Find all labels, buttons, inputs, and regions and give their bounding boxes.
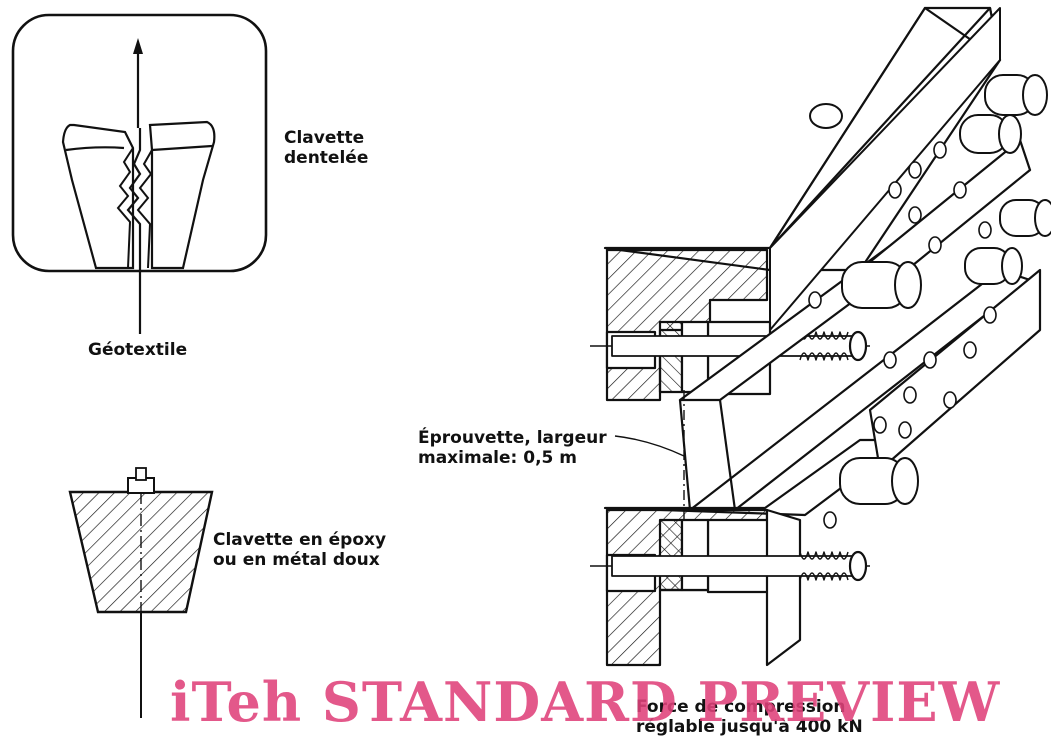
label-geotextile: Géotextile — [88, 340, 188, 360]
label-serrated-wedge: Clavette dentelée — [284, 128, 369, 168]
epoxy-wedge-detail — [68, 467, 214, 718]
left-jaw — [61, 123, 135, 270]
label-specimen: Éprouvette, largeur maximale: 0,5 m — [418, 428, 607, 468]
specimen-leader — [614, 435, 685, 457]
lower-bolt — [611, 555, 853, 577]
serrated-wedge-detail — [11, 13, 268, 334]
right-jaw — [148, 120, 216, 270]
lower-spring — [799, 551, 849, 581]
serrated-line-left — [116, 147, 134, 269]
mounting-hole — [809, 103, 843, 129]
tension-arrowhead — [133, 38, 143, 54]
serrated-line-right — [136, 149, 153, 269]
label-compression-force: Force de compression réglable jusqu'à 40… — [636, 697, 863, 737]
clamping-apparatus — [590, 6, 1051, 667]
preview-watermark: iTeh STANDARD PREVIEW — [170, 670, 1001, 734]
bolt-heads — [808, 141, 997, 529]
label-epoxy-wedge: Clavette en époxy ou en métal doux — [213, 530, 387, 570]
upper-bolt — [611, 335, 853, 357]
geotextile-strip — [126, 128, 142, 334]
rollers — [839, 74, 1051, 505]
